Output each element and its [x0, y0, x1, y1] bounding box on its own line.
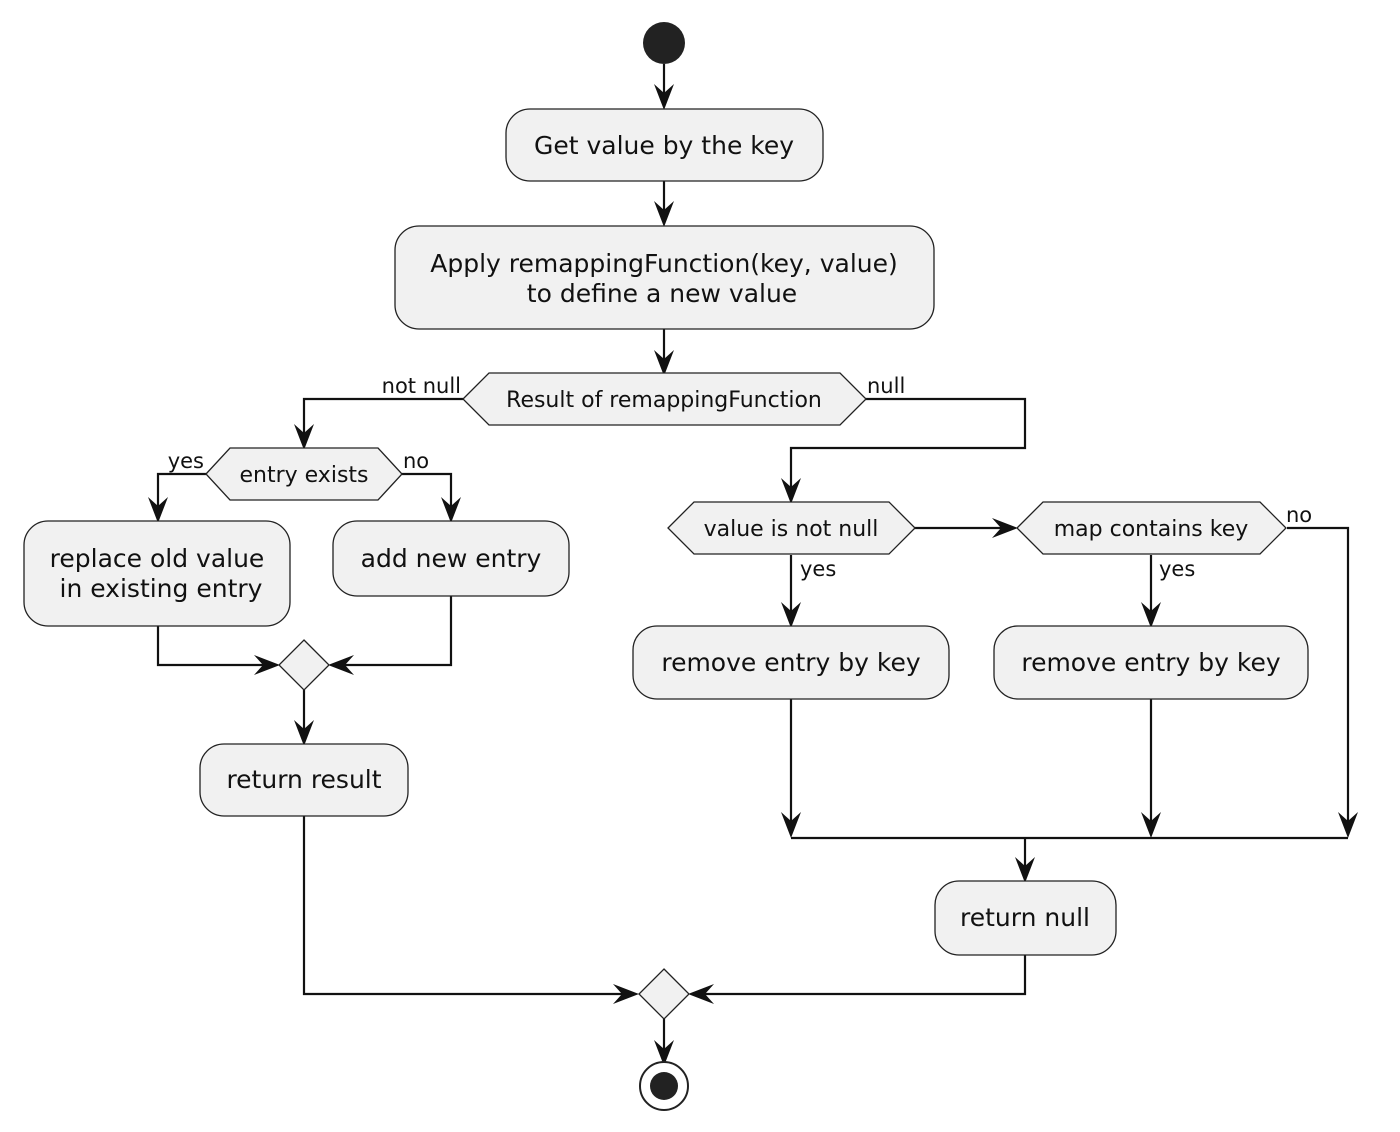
decision-result: Result of remappingFunction [462, 372, 867, 426]
arrowhead [254, 655, 280, 675]
action-return-null-label: return null [960, 903, 1090, 932]
action-replace-value: replace old value in existing entry [23, 520, 291, 627]
arrowhead [294, 424, 314, 450]
decision-entry-exists-label: entry exists [240, 463, 369, 488]
action-remove-entry-1-label: remove entry by key [661, 648, 921, 677]
edge-replace-to-merge [156, 626, 275, 667]
action-add-entry-label: add new entry [361, 544, 542, 573]
edge-return-result-to-final [302, 816, 634, 996]
arrowhead [654, 201, 674, 227]
start-node [643, 22, 685, 64]
arrowhead [1141, 812, 1161, 838]
arrowhead [294, 720, 314, 746]
label-value-yes: yes [800, 557, 836, 581]
edge-labels: not null null yes no yes yes no [168, 374, 1312, 581]
decision-result-label: Result of remappingFunction [506, 388, 822, 413]
label-not-null: not null [382, 374, 461, 398]
edge-null-branch [789, 397, 1027, 498]
arrowhead [1338, 812, 1358, 838]
edge-entry-no [402, 472, 453, 517]
edges [156, 64, 1350, 1061]
label-entry-no: no [403, 449, 429, 473]
merge-diamond-final [638, 968, 690, 1020]
arrowhead [1015, 857, 1035, 883]
arrowhead [781, 812, 801, 838]
label-null: null [867, 374, 905, 398]
action-remove-entry-1: remove entry by key [632, 625, 950, 700]
action-return-result: return result [199, 743, 409, 817]
arrowheads [148, 84, 1358, 1066]
arrowhead [613, 984, 639, 1004]
action-apply-line-1: Apply remappingFunction(key, value) [430, 249, 898, 278]
arrowhead [688, 984, 714, 1004]
end-node [639, 1061, 689, 1111]
arrowhead [654, 84, 674, 110]
action-apply-line-2: to define a new value [527, 279, 797, 308]
action-add-entry: add new entry [332, 520, 570, 597]
arrowhead [328, 655, 354, 675]
arrowhead [781, 478, 801, 504]
merge-diamond-left [278, 639, 330, 691]
decision-value-not-null-label: value is not null [704, 517, 879, 542]
edge-entry-yes [156, 472, 206, 517]
decision-value-not-null: value is not null [667, 501, 916, 555]
label-entry-yes: yes [168, 449, 204, 473]
label-map-no: no [1286, 503, 1312, 527]
action-replace-line-2: in existing entry [52, 574, 263, 603]
action-remove-entry-2-label: remove entry by key [1021, 648, 1281, 677]
action-remove-entry-2: remove entry by key [993, 625, 1309, 700]
arrowhead [148, 497, 168, 523]
arrowhead [654, 1040, 674, 1066]
decision-entry-exists: entry exists [205, 447, 403, 501]
action-replace-line-1: replace old value [50, 544, 265, 573]
edge-not-null-branch [302, 397, 463, 444]
action-apply-function: Apply remappingFunction(key, value) to d… [394, 225, 935, 330]
action-return-null: return null [934, 880, 1117, 956]
edge-map-no [1287, 526, 1350, 833]
decision-map-contains-label: map contains key [1054, 517, 1249, 542]
edge-return-null-to-final [692, 955, 1027, 996]
decision-map-contains: map contains key [1016, 501, 1287, 555]
arrowhead [654, 350, 674, 376]
arrowhead [441, 497, 461, 523]
action-get-value-label: Get value by the key [534, 131, 794, 160]
arrowhead [992, 518, 1018, 538]
arrowhead [1141, 602, 1161, 628]
label-map-yes: yes [1159, 557, 1195, 581]
action-get-value: Get value by the key [505, 108, 824, 182]
action-return-result-label: return result [226, 765, 381, 794]
arrowhead [781, 602, 801, 628]
edge-add-to-merge [332, 596, 453, 667]
